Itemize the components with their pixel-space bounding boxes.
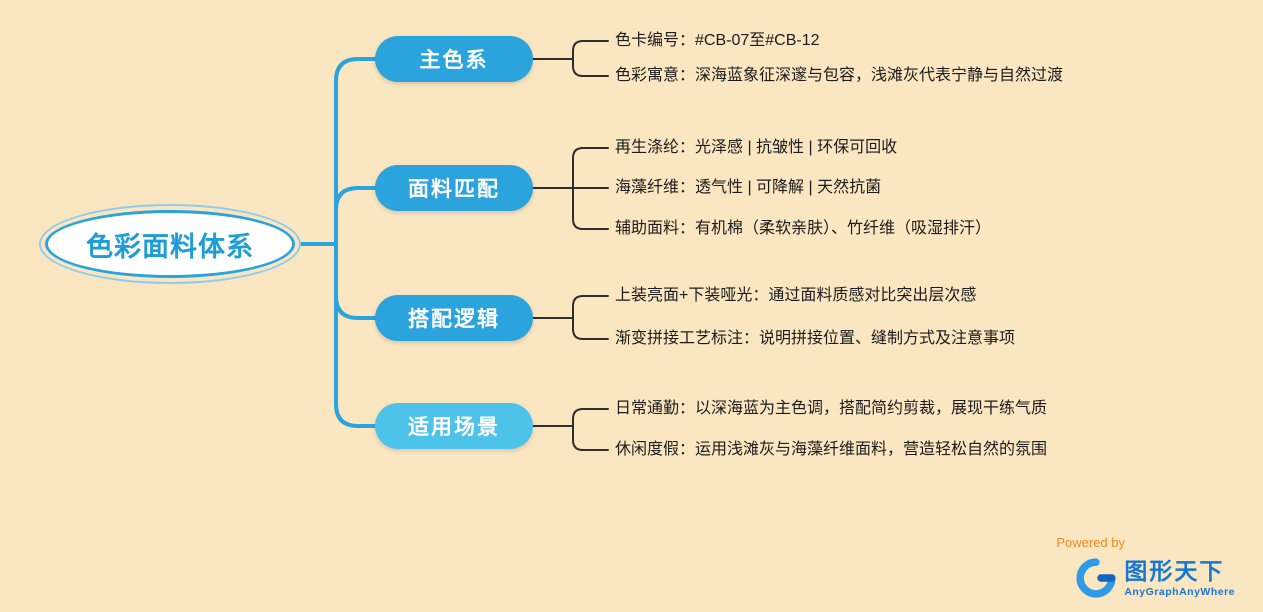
leaf-item-leisure-vacation[interactable]: 休闲度假：运用浅滩灰与海藻纤维面料，营造轻松自然的氛围 [615,441,1048,458]
leaf-item-gradient-splicing[interactable]: 渐变拼接工艺标注：说明拼接位置、缝制方式及注意事项 [615,330,1016,347]
leaf-item-seaweed-fiber[interactable]: 海藻纤维：透气性 | 可降解 | 天然抗菌 [615,179,882,196]
leaf-connector-bracket-1 [572,147,609,230]
connector-branch-2 [334,242,378,320]
branch-node-fabric-matching[interactable]: 面料匹配 [375,165,533,211]
leaf-connector-bracket-3 [572,408,609,451]
root-node-label: 色彩面料体系 [86,231,254,262]
leaf-item-auxiliary-fabric[interactable]: 辅助面料：有机棉（柔软亲肤）、竹纤维（吸湿排汗） [615,220,992,237]
brand-block[interactable]: 图形天下 AnyGraphAnyWhere [1076,558,1235,598]
branch-node-label: 搭配逻辑 [408,308,500,331]
leaf-item-color-meaning[interactable]: 色彩寓意：深海蓝象征深邃与包容，浅滩灰代表宁静与自然过渡 [615,67,1064,84]
leaf-connector-bracket-0 [572,40,609,77]
connector-branch-3 [334,242,378,428]
root-node[interactable]: 色彩面料体系 [45,210,295,278]
connector-branch-1 [334,186,378,246]
branch-node-label: 主色系 [419,49,489,72]
powered-by-label: Powered by [1056,535,1125,550]
branch-node-use-scenarios[interactable]: 适用场景 [375,403,533,449]
root-branch-connectors [294,57,378,428]
leaf-item-daily-commute[interactable]: 日常通勤：以深海蓝为主色调，搭配简约剪裁，展现干练气质 [615,400,1048,417]
branch-node-pairing-logic[interactable]: 搭配逻辑 [375,295,533,341]
brand-name: 图形天下 [1124,558,1225,584]
leaf-item-recycled-polyester[interactable]: 再生涤纶：光泽感 | 抗皱性 | 环保可回收 [615,139,898,156]
leaf-item-gloss-matte[interactable]: 上装亮面+下装哑光：通过面料质感对比突出层次感 [615,287,977,304]
leaf-item-color-code[interactable]: 色卡编号：#CB-07至#CB-12 [615,32,820,49]
brand-tagline: AnyGraphAnyWhere [1124,586,1235,598]
branch-node-label: 面料匹配 [408,178,500,201]
brand-logo-icon [1076,558,1116,598]
branch-leaf-connectors [532,40,609,451]
branch-node-label: 适用场景 [408,416,500,439]
connector-branch-0 [334,57,378,246]
branch-node-primary-colors[interactable]: 主色系 [375,36,533,82]
leaf-connector-bracket-2 [572,295,609,340]
